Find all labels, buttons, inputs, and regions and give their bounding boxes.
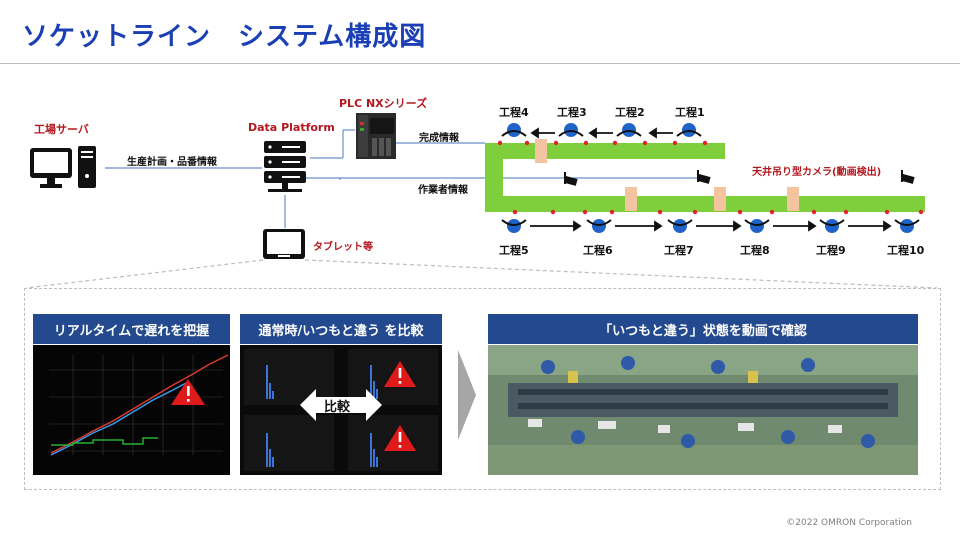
station-label-1: 工程1 xyxy=(675,106,705,119)
platform-label: Data Platform xyxy=(248,121,335,134)
station-label-7: 工程7 xyxy=(664,244,694,257)
tablet-icon xyxy=(263,229,305,259)
station-label-5: 工程5 xyxy=(499,244,529,257)
station-label-2: 工程2 xyxy=(615,106,645,119)
station-label-10: 工程10 xyxy=(887,244,925,257)
chevron-right-icon xyxy=(458,350,476,440)
stations-top xyxy=(501,123,702,137)
pc-icon xyxy=(30,146,96,188)
callout-lines xyxy=(25,259,938,289)
plc-label: PLC NXシリーズ xyxy=(339,97,428,110)
panel-realtime-title: リアルタイムで遅れを把握 xyxy=(33,314,230,344)
panel-realtime-chart xyxy=(33,345,230,475)
title-divider xyxy=(0,63,960,64)
server-icon xyxy=(264,141,306,192)
station-label-9: 工程9 xyxy=(816,244,846,257)
server-label: 工場サーバ xyxy=(34,123,89,136)
flow-complete-label: 完成情報 xyxy=(419,133,459,144)
flow-plan-label: 生産計画・品番情報 xyxy=(127,157,217,168)
panel-compare-title: 通常時/いつもと違う を比較 xyxy=(240,314,442,344)
stations-bottom xyxy=(501,219,920,233)
panel-video-image xyxy=(488,345,918,475)
panel-compare-view xyxy=(240,345,442,475)
detail-panel-group xyxy=(24,288,941,490)
flow-worker-label: 作業者情報 xyxy=(418,185,468,196)
panel-video-title: 「いつもと違う」状態を動画で確認 xyxy=(488,314,918,344)
camera-icon xyxy=(564,170,915,186)
station-label-3: 工程3 xyxy=(557,106,587,119)
station-label-8: 工程8 xyxy=(740,244,770,257)
camera-label: 天井吊り型カメラ(動画検出) xyxy=(752,167,882,178)
station-label-6: 工程6 xyxy=(583,244,613,257)
plc-icon xyxy=(356,113,396,159)
station-label-4: 工程4 xyxy=(499,106,529,119)
tablet-label: タブレット等 xyxy=(313,242,373,253)
copyright: ©2022 OMRON Corporation xyxy=(786,518,912,528)
system-diagram xyxy=(30,113,925,259)
compare-badge: 比較 xyxy=(324,400,351,415)
page-title: ソケットライン システム構成図 xyxy=(22,22,427,52)
